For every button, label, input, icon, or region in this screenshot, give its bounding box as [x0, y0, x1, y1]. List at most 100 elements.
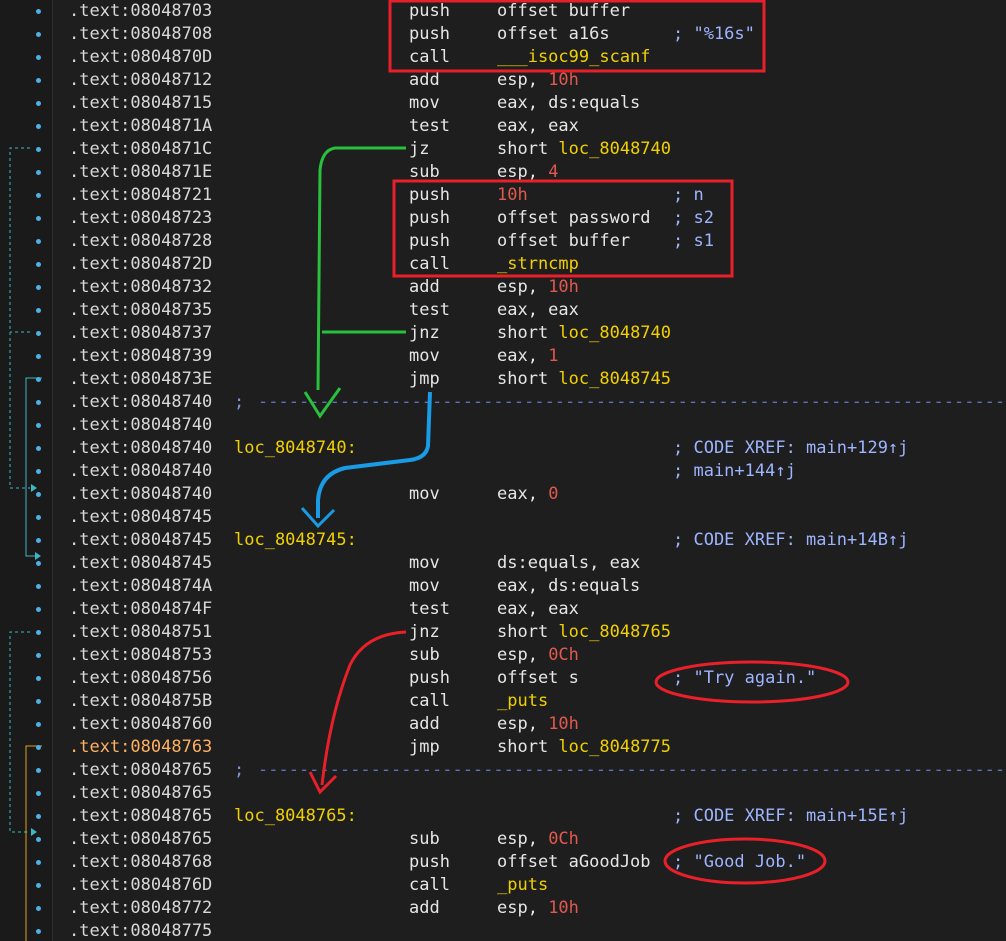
- mnemonic[interactable]: sub: [409, 162, 440, 182]
- listing-line[interactable]: .text:08048745: [0, 506, 1006, 529]
- operand-part[interactable]: 0Ch: [548, 829, 579, 849]
- address[interactable]: .text:08048765: [69, 806, 213, 826]
- address[interactable]: .text:08048760: [69, 714, 213, 734]
- operands[interactable]: esp, 10h: [497, 276, 579, 299]
- breakpoint-dot-icon[interactable]: [36, 78, 41, 83]
- operands[interactable]: offset buffer: [497, 0, 630, 23]
- address[interactable]: .text:0804872D: [69, 254, 213, 274]
- operand-part[interactable]: 4: [548, 162, 559, 182]
- operand-part[interactable]: offset buffer: [497, 1, 631, 21]
- operand-part[interactable]: 10h: [548, 714, 579, 734]
- operands[interactable]: short loc_8048745: [497, 368, 671, 391]
- operand-part[interactable]: ___isoc99_scanf: [497, 47, 651, 67]
- breakpoint-dot-icon[interactable]: [36, 423, 41, 428]
- listing-line[interactable]: .text:08048740: [0, 414, 1006, 437]
- operand-part[interactable]: loc_8048740: [558, 139, 672, 159]
- mnemonic[interactable]: mov: [409, 553, 440, 573]
- operands[interactable]: ds:equals, eax: [497, 552, 640, 575]
- operands[interactable]: eax, eax: [497, 598, 579, 621]
- operand-part[interactable]: short: [497, 369, 559, 389]
- operands[interactable]: short loc_8048775: [497, 736, 671, 759]
- mnemonic[interactable]: push: [409, 24, 450, 44]
- operands[interactable]: eax, ds:equals: [497, 92, 640, 115]
- operands[interactable]: esp, 4: [497, 161, 558, 184]
- breakpoint-dot-icon[interactable]: [36, 814, 41, 819]
- listing-line[interactable]: .text:08048765: [0, 782, 1006, 805]
- operand-part[interactable]: eax, ds:equals: [497, 93, 641, 113]
- address[interactable]: .text:08048745: [69, 553, 213, 573]
- operands[interactable]: short loc_8048740: [497, 322, 671, 345]
- address[interactable]: .text:08048708: [69, 24, 213, 44]
- breakpoint-dot-icon[interactable]: [36, 630, 41, 635]
- address[interactable]: .text:08048723: [69, 208, 213, 228]
- breakpoint-dot-icon[interactable]: [36, 308, 41, 313]
- address[interactable]: .text:08048740: [69, 484, 213, 504]
- operands[interactable]: short loc_8048740: [497, 138, 671, 161]
- operands[interactable]: offset a16s: [497, 23, 610, 46]
- listing-line[interactable]: .text:08048775: [0, 920, 1006, 941]
- operand-part[interactable]: esp,: [497, 645, 549, 665]
- operands[interactable]: eax, 0: [497, 483, 558, 506]
- operand-part[interactable]: short: [497, 323, 559, 343]
- address[interactable]: .text:08048715: [69, 93, 213, 113]
- operands[interactable]: offset s: [497, 667, 579, 690]
- operand-part[interactable]: loc_8048740: [558, 323, 672, 343]
- address[interactable]: .text:0804873E: [69, 369, 213, 389]
- mnemonic[interactable]: push: [409, 852, 450, 872]
- mnemonic[interactable]: push: [409, 208, 450, 228]
- operand-part[interactable]: offset: [497, 24, 569, 44]
- operand-part[interactable]: loc_8048775: [558, 737, 672, 757]
- mnemonic[interactable]: call: [409, 691, 450, 711]
- breakpoint-dot-icon[interactable]: [36, 446, 41, 451]
- breakpoint-dot-icon[interactable]: [36, 722, 41, 727]
- breakpoint-dot-icon[interactable]: [36, 354, 41, 359]
- address[interactable]: .text:08048735: [69, 300, 213, 320]
- operand-part[interactable]: 1: [548, 346, 559, 366]
- operand-part[interactable]: esp,: [497, 829, 549, 849]
- address[interactable]: .text:08048728: [69, 231, 213, 251]
- address[interactable]: .text:08048765: [69, 829, 213, 849]
- breakpoint-dot-icon[interactable]: [36, 653, 41, 658]
- operands[interactable]: esp, 10h: [497, 713, 579, 736]
- listing-line[interactable]: .text:08048745 mov ds:equals, eax: [0, 552, 1006, 575]
- address[interactable]: .text:08048740: [69, 415, 213, 435]
- listing-line[interactable]: .text:08048765;-------------------------…: [0, 759, 1006, 782]
- operand-part[interactable]: offset s: [497, 668, 579, 688]
- address[interactable]: .text:08048745: [69, 507, 213, 527]
- mnemonic[interactable]: mov: [409, 576, 440, 596]
- operands[interactable]: ___isoc99_scanf: [497, 46, 651, 69]
- breakpoint-dot-icon[interactable]: [36, 9, 41, 14]
- operand-part[interactable]: offset password: [497, 208, 651, 228]
- breakpoint-dot-icon[interactable]: [36, 32, 41, 37]
- operand-part[interactable]: eax,: [497, 484, 549, 504]
- operand-part[interactable]: 10h: [497, 185, 528, 205]
- address[interactable]: .text:08048765: [69, 783, 213, 803]
- operand-part[interactable]: eax, eax: [497, 116, 579, 136]
- operand-part[interactable]: ds:equals, eax: [497, 553, 641, 573]
- breakpoint-dot-icon[interactable]: [36, 791, 41, 796]
- address[interactable]: .text:0804876D: [69, 875, 213, 895]
- operand-part[interactable]: esp,: [497, 277, 549, 297]
- address[interactable]: .text:08048737: [69, 323, 213, 343]
- operand-part[interactable]: esp,: [497, 162, 549, 182]
- mnemonic[interactable]: jmp: [409, 737, 440, 757]
- address[interactable]: .text:0804874F: [69, 599, 213, 619]
- breakpoint-dot-icon[interactable]: [36, 929, 41, 934]
- mnemonic[interactable]: call: [409, 875, 450, 895]
